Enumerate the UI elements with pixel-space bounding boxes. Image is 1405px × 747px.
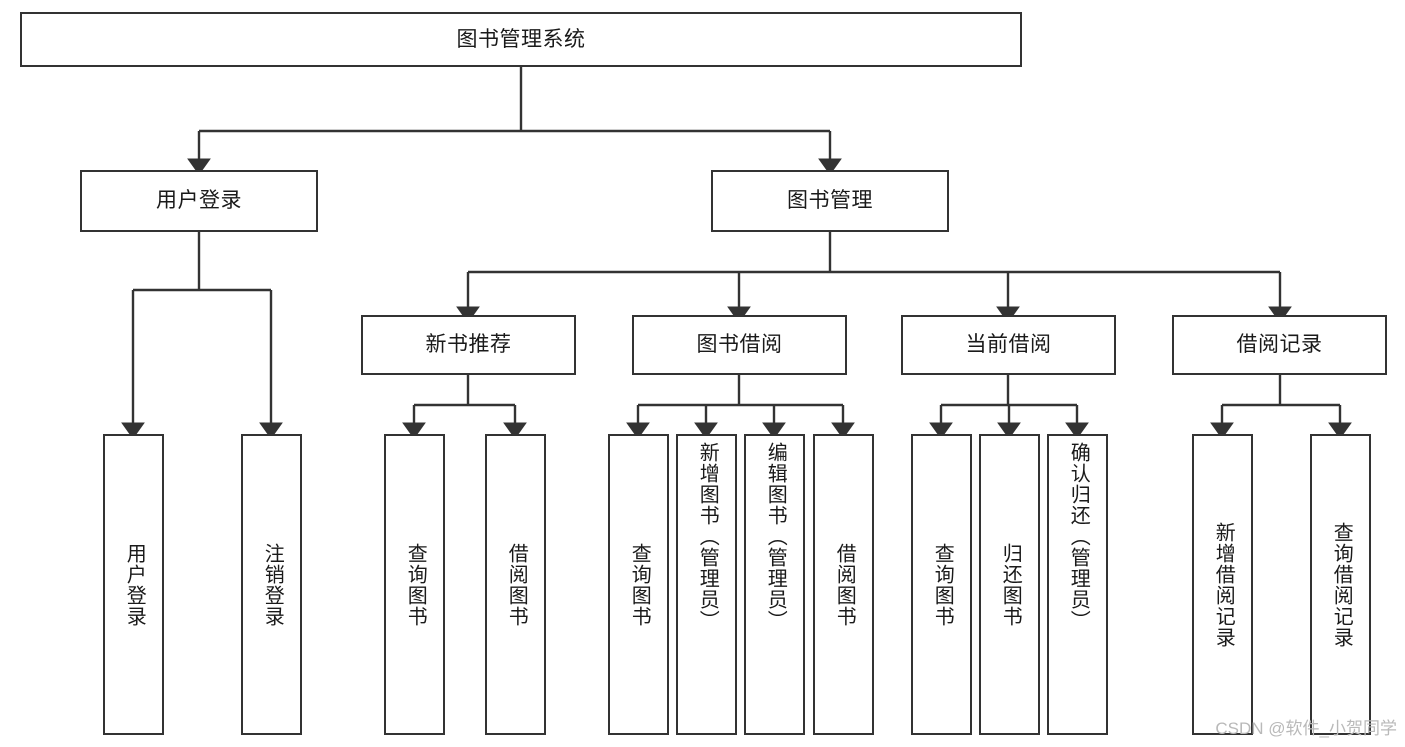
node-user-login-label: 用户登录 [156, 189, 242, 213]
node-leaf-return-book-label: 归还图书 [999, 542, 1022, 627]
node-leaf-borrow-book-new-label: 借阅图书 [505, 542, 528, 627]
node-user-login[interactable]: 用户登录 [80, 170, 318, 232]
node-current-borrow[interactable]: 当前借阅 [901, 315, 1116, 375]
node-root-book-management-system[interactable]: 图书管理系统 [20, 12, 1022, 67]
node-leaf-add-borrow-record[interactable]: 新增借阅记录 [1192, 434, 1253, 735]
node-leaf-query-borrow-record[interactable]: 查询借阅记录 [1310, 434, 1371, 735]
node-leaf-query-book-borrow-label: 查询图书 [628, 542, 651, 627]
node-leaf-logout-label: 注销登录 [261, 542, 284, 627]
node-leaf-query-borrow-record-label: 查询借阅记录 [1330, 521, 1353, 648]
node-leaf-query-book-borrow[interactable]: 查询图书 [608, 434, 669, 735]
node-root-label: 图书管理系统 [456, 27, 586, 51]
node-leaf-return-book[interactable]: 归还图书 [979, 434, 1040, 735]
node-new-book-recommend-label: 新书推荐 [425, 333, 512, 357]
node-current-borrow-label: 当前借阅 [965, 333, 1052, 357]
node-leaf-user-login-label: 用户登录 [123, 542, 146, 627]
node-borrow-record[interactable]: 借阅记录 [1172, 315, 1387, 375]
node-leaf-confirm-return-admin-label: 确认归还（管理员） [1067, 442, 1090, 631]
node-leaf-add-borrow-record-label: 新增借阅记录 [1212, 521, 1235, 648]
node-leaf-user-login[interactable]: 用户登录 [103, 434, 164, 735]
node-leaf-query-book-new[interactable]: 查询图书 [384, 434, 445, 735]
node-book-borrow[interactable]: 图书借阅 [632, 315, 847, 375]
node-leaf-query-book-current[interactable]: 查询图书 [911, 434, 972, 735]
node-leaf-logout[interactable]: 注销登录 [241, 434, 302, 735]
node-leaf-edit-book-admin[interactable]: 编辑图书（管理员） [744, 434, 805, 735]
node-leaf-borrow-book[interactable]: 借阅图书 [813, 434, 874, 735]
node-book-borrow-label: 图书借阅 [696, 333, 783, 357]
node-leaf-borrow-book-label: 借阅图书 [833, 542, 856, 627]
node-book-management[interactable]: 图书管理 [711, 170, 949, 232]
node-leaf-edit-book-admin-label: 编辑图书（管理员） [764, 442, 787, 631]
node-leaf-borrow-book-new[interactable]: 借阅图书 [485, 434, 546, 735]
node-borrow-record-label: 借阅记录 [1236, 333, 1323, 357]
node-leaf-query-book-new-label: 查询图书 [404, 542, 427, 627]
node-leaf-query-book-current-label: 查询图书 [931, 542, 954, 627]
node-new-book-recommend[interactable]: 新书推荐 [361, 315, 576, 375]
node-leaf-add-book-admin[interactable]: 新增图书（管理员） [676, 434, 737, 735]
node-leaf-confirm-return-admin[interactable]: 确认归还（管理员） [1047, 434, 1108, 735]
node-leaf-add-book-admin-label: 新增图书（管理员） [696, 442, 719, 631]
node-book-management-label: 图书管理 [787, 189, 873, 213]
